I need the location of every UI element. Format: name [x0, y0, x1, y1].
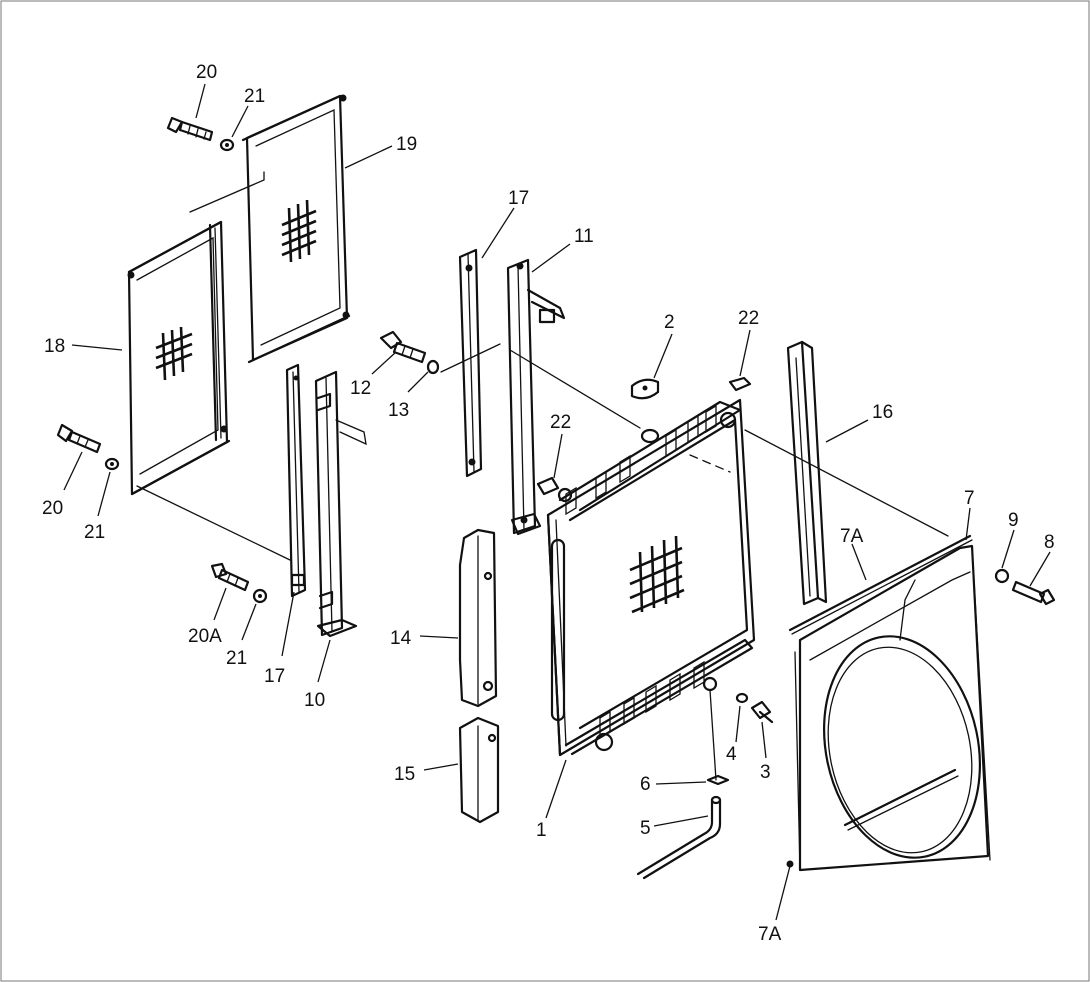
fan-shroud-7	[794, 544, 991, 872]
bolt-20a	[210, 562, 250, 592]
callout-21-left: 21	[84, 522, 105, 543]
seal-7a	[788, 534, 973, 635]
bolt-12	[379, 330, 427, 364]
bracket-17-mid	[458, 248, 483, 478]
callout-22-right: 22	[738, 308, 759, 329]
leader-lines	[63, 83, 1051, 921]
callout-10: 10	[304, 690, 325, 711]
screen-frame-19	[241, 94, 351, 364]
callout-21-bottom: 21	[226, 648, 247, 669]
callout-1: 1	[536, 820, 547, 841]
callout-6: 6	[640, 774, 651, 795]
callout-17-mid: 17	[508, 188, 529, 209]
drain-hose-5	[636, 795, 722, 880]
wing-bolt-20-left	[56, 423, 102, 454]
callout-21-top: 21	[244, 86, 265, 107]
wing-bolt-20-top	[166, 116, 214, 142]
callout-20-top: 20	[196, 62, 217, 83]
cap-22-right	[728, 376, 752, 392]
callout-3: 3	[760, 762, 771, 783]
callout-18: 18	[44, 336, 65, 357]
bracket-11	[506, 258, 566, 536]
callout-5: 5	[640, 818, 651, 839]
o-ring-4	[735, 692, 749, 704]
bracket-17-left	[285, 363, 307, 598]
drain-plug-3	[750, 700, 774, 724]
callout-19: 19	[396, 134, 417, 155]
callout-8: 8	[1044, 532, 1055, 553]
callout-13: 13	[388, 400, 409, 421]
callout-7a-top: 7A	[840, 526, 864, 547]
drain-valve-6	[702, 676, 730, 786]
callout-4: 4	[726, 744, 737, 765]
callout-11: 11	[574, 226, 594, 247]
washer-13	[426, 359, 440, 375]
radiator-cap-2	[630, 378, 660, 444]
alignment-line	[509, 349, 641, 429]
guide-bar-16	[786, 340, 828, 606]
callout-20a: 20A	[188, 626, 222, 647]
radiator-1	[546, 398, 756, 757]
bolt-8	[1011, 580, 1056, 606]
callout-7: 7	[964, 488, 975, 509]
callout-9: 9	[1008, 510, 1019, 531]
callout-12: 12	[350, 378, 371, 399]
washer-21-bottom	[252, 588, 268, 604]
alignment-line	[189, 171, 265, 213]
callout-7a-bottom: 7A	[758, 924, 782, 945]
alignment-line	[744, 429, 949, 537]
cap-22-left	[536, 476, 560, 496]
washer-21-left	[104, 457, 120, 471]
pad-15	[458, 716, 500, 824]
screen-frame-18	[127, 220, 231, 496]
washer-21-top	[219, 138, 235, 152]
callout-15: 15	[394, 764, 415, 785]
callout-20-left: 20	[42, 498, 63, 519]
callout-17-left: 17	[264, 666, 285, 687]
bracket-10	[314, 370, 367, 638]
callout-2: 2	[664, 312, 675, 333]
callout-14: 14	[390, 628, 412, 649]
callout-22-left: 22	[550, 412, 571, 433]
alignment-line	[136, 485, 291, 561]
washer-9	[994, 568, 1010, 584]
hidden-line	[689, 454, 731, 473]
pad-14	[458, 528, 498, 708]
callout-labels: 20 21 19 18 20 21 20A 21 17 10 12 13 17 …	[42, 62, 1055, 945]
callout-16: 16	[872, 402, 893, 423]
